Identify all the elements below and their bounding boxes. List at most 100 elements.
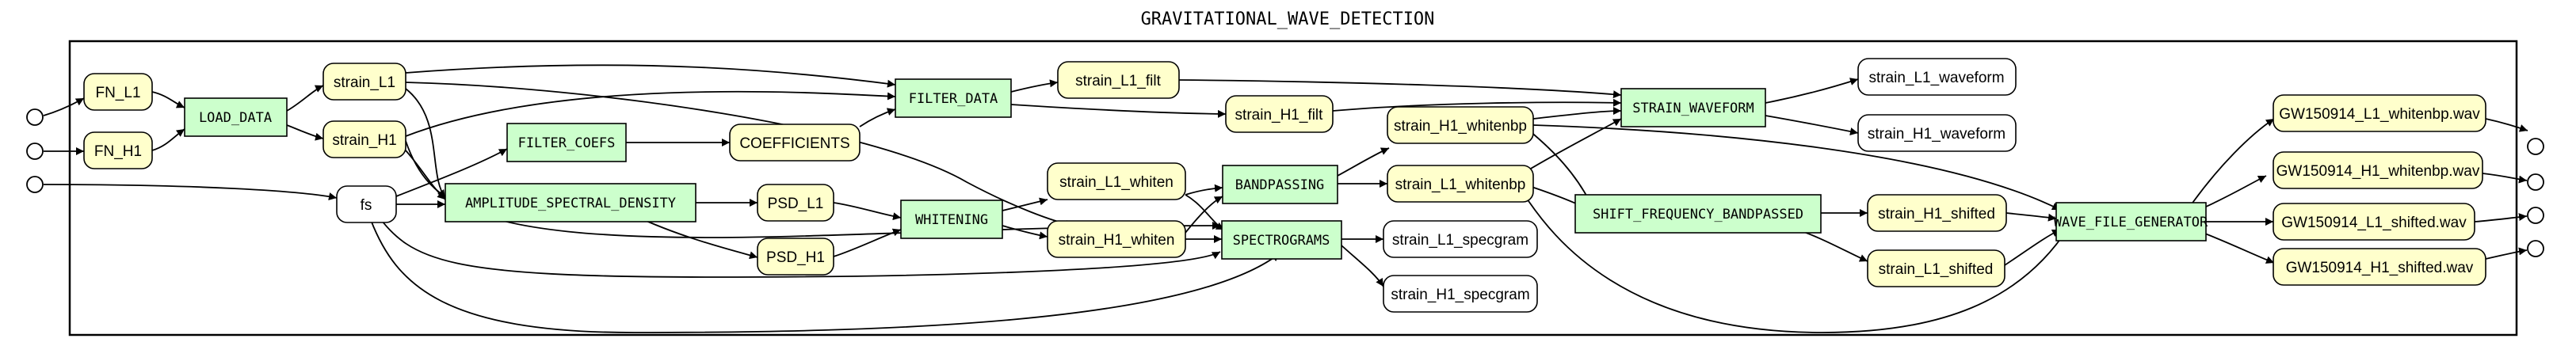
edge-strain-h1-asd [405, 150, 446, 200]
edge-wavegen-gw-h1-whitenbp [2198, 175, 2267, 211]
output-port-1 [2527, 138, 2544, 155]
program-label: WHITENING [915, 212, 988, 228]
edge-strain-h1-whiten-bandpassing [1185, 196, 1223, 234]
edge-strain-l1-whiten-bandpassing [1185, 184, 1223, 196]
input-ports [26, 108, 44, 193]
output-port-3 [2527, 207, 2544, 224]
input-port-3 [26, 176, 44, 193]
data-strain-l1-whitenbp[interactable]: strain_L1_whitenbp [1387, 165, 1534, 203]
edge-gw-h1-shifted-out [2485, 247, 2528, 260]
data-gw150914-l1-shifted[interactable]: GW150914_L1_shifted.wav [2273, 203, 2475, 241]
data-label: FN_L1 [95, 85, 140, 101]
program-label: FILTER_COEFS [518, 135, 616, 151]
program-strain-waveform[interactable]: STRAIN_WAVEFORM [1620, 88, 1766, 127]
edge-whitening-strain-l1-whiten [1002, 197, 1048, 211]
data-strain-l1-filt[interactable]: strain_L1_filt [1057, 61, 1180, 99]
program-label: FILTER_DATA [909, 91, 998, 107]
edge-waveform-strain-h1-waveform [1765, 115, 1859, 135]
edge-wavegen-gw-l1-whitenbp [2190, 118, 2275, 206]
program-filter-coefs[interactable]: FILTER_COEFS [506, 123, 627, 162]
program-wave-file-generator[interactable]: WAVE_FILE_GENERATOR [2054, 202, 2208, 241]
data-label: strain_L1 [334, 74, 395, 91]
program-label: STRAIN_WAVEFORM [1632, 101, 1754, 116]
data-strain-h1-whitenbp[interactable]: strain_H1_whitenbp [1387, 106, 1534, 144]
data-gw150914-l1-whitenbp[interactable]: GW150914_L1_whitenbp.wav [2273, 94, 2486, 132]
data-strain-h1-whiten[interactable]: strain_H1_whiten [1047, 220, 1186, 258]
data-strain-h1-filt[interactable]: strain_H1_filt [1225, 95, 1334, 133]
edge-gw-l1-whitenbp-out [2485, 118, 2528, 132]
data-strain-h1[interactable]: strain_H1 [322, 120, 406, 158]
data-label: strain_H1_shifted [1878, 206, 1995, 222]
data-gw150914-h1-shifted[interactable]: GW150914_H1_shifted.wav [2273, 248, 2486, 286]
data-strain-l1-whiten[interactable]: strain_L1_whiten [1047, 162, 1186, 200]
program-bandpassing[interactable]: BANDPASSING [1222, 165, 1338, 204]
edge-in3-fs [43, 184, 338, 200]
data-label: strain_L1_whiten [1059, 174, 1174, 191]
data-psd-l1[interactable]: PSD_L1 [757, 184, 834, 222]
edge-strain-l1-filter-data [405, 64, 896, 88]
output-port-4 [2527, 240, 2544, 257]
program-load-data[interactable]: LOAD_DATA [184, 97, 288, 137]
workflow-boundary [68, 40, 2518, 336]
data-label: strain_L1_filt [1075, 73, 1161, 89]
edge-h1-whitenbp-wavegen [1532, 124, 2061, 211]
data-fs[interactable]: fs [336, 185, 397, 223]
edge-strain-l1-whiten-spectrograms [1185, 194, 1225, 230]
edge-fn-l1-load [151, 91, 185, 108]
edge-l1-whitenbp-waveform [1525, 118, 1622, 173]
edge-wavegen-gw-h1-shifted [2198, 230, 2275, 264]
edge-gw-l1-shifted-out [2474, 213, 2528, 222]
data-label: strain_H1_whitenbp [1394, 118, 1527, 135]
data-label: GW150914_H1_whitenbp.wav [2276, 163, 2480, 180]
data-fn-h1[interactable]: FN_H1 [83, 131, 153, 169]
program-whitening[interactable]: WHITENING [900, 200, 1003, 239]
data-coefficients[interactable]: COEFFICIENTS [729, 124, 861, 162]
program-spectrograms[interactable]: SPECTROGRAMS [1221, 220, 1342, 260]
program-amplitude-spectral-density[interactable]: AMPLITUDE_SPECTRAL_DENSITY [445, 183, 696, 222]
data-gw150914-h1-whitenbp[interactable]: GW150914_H1_whitenbp.wav [2273, 151, 2483, 189]
edge-l1-whitenbp-wavegen [1525, 196, 2069, 333]
data-fn-l1[interactable]: FN_L1 [83, 73, 153, 111]
edge-whitening-strain-h1-whiten [1002, 225, 1048, 240]
edge-coefficients-filter-data [859, 108, 896, 127]
input-port-1 [26, 108, 44, 126]
edge-strain-h1-filt-waveform [1332, 98, 1622, 112]
program-label: SHIFT_FREQUENCY_BANDPASSED [1593, 207, 1803, 222]
data-psd-h1[interactable]: PSD_H1 [757, 238, 834, 276]
data-label: strain_H1 [332, 132, 396, 149]
data-strain-l1-waveform[interactable]: strain_L1_waveform [1857, 58, 2017, 96]
edge-gw-h1-whitenbp-out [2482, 173, 2528, 184]
edge-psd-h1-whitening [833, 228, 902, 257]
diagram-title: GRAVITATIONAL_WAVE_DETECTION [1141, 10, 1435, 29]
data-strain-h1-shifted[interactable]: strain_H1_shifted [1867, 194, 2007, 232]
data-strain-l1[interactable]: strain_L1 [322, 63, 406, 101]
edge-h1-shifted-wavegen [2005, 212, 2057, 222]
data-label: strain_H1_filt [1235, 107, 1324, 124]
data-label: strain_H1_whiten [1059, 232, 1175, 249]
program-filter-data[interactable]: FILTER_DATA [895, 78, 1012, 118]
data-label: PSD_L1 [768, 196, 824, 212]
edge-h1-whitenbp-waveform [1532, 107, 1622, 120]
edge-waveform-strain-l1-waveform [1765, 78, 1859, 104]
data-strain-l1-shifted[interactable]: strain_L1_shifted [1867, 249, 2005, 287]
edge-filter-data-strain-l1-filt [1010, 79, 1059, 93]
edge-psd-l1-whitening [833, 202, 902, 221]
edge-bandpassing-strain-h1-whitenbp [1337, 147, 1390, 177]
edge-l1-shifted-wavegen [2004, 229, 2061, 266]
data-strain-l1-specgram[interactable]: strain_L1_specgram [1383, 220, 1538, 258]
program-shift-frequency-bandpassed[interactable]: SHIFT_FREQUENCY_BANDPASSED [1574, 194, 1822, 234]
edge-spectrograms-strain-h1-specgram [1341, 245, 1384, 287]
edge-load-strain-l1 [286, 85, 324, 112]
edge-in1-fn-l1 [43, 97, 85, 116]
input-port-2 [26, 143, 44, 160]
data-strain-h1-specgram[interactable]: strain_H1_specgram [1383, 275, 1538, 313]
program-label: WAVE_FILE_GENERATOR [2054, 215, 2208, 230]
data-label: COEFFICIENTS [739, 135, 849, 152]
program-label: BANDPASSING [1235, 177, 1325, 193]
edge-strain-l1-filt-waveform [1178, 79, 1622, 99]
data-label: strain_L1_shifted [1879, 261, 1994, 278]
data-label: strain_L1_waveform [1868, 70, 2004, 86]
data-label: GW150914_L1_whitenbp.wav [2279, 106, 2480, 123]
data-strain-h1-waveform[interactable]: strain_H1_waveform [1857, 114, 2017, 152]
